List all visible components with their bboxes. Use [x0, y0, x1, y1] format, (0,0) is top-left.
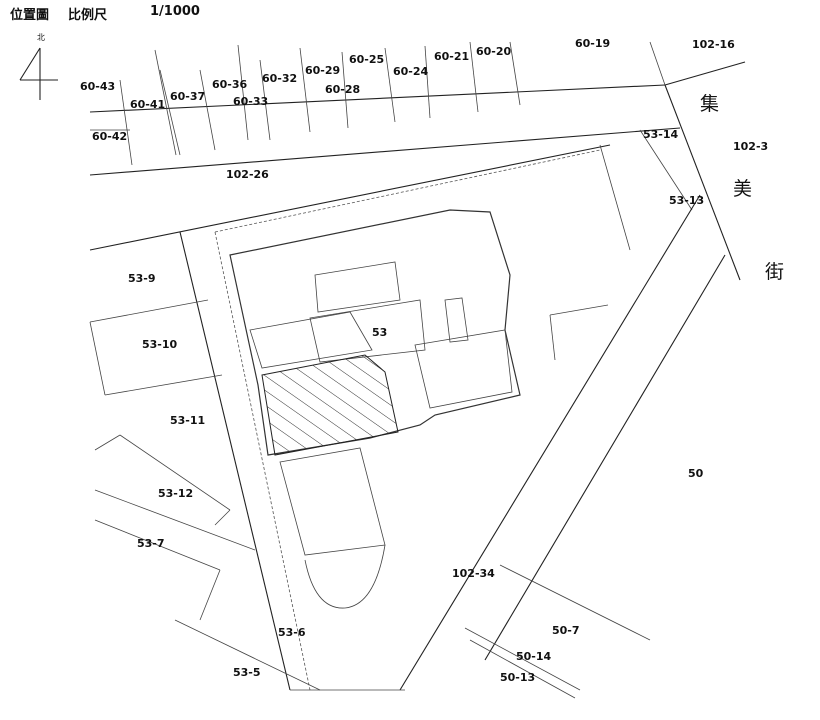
parcel-label-60-41: 60-41: [130, 98, 165, 111]
parcel-label-50: 50: [688, 467, 704, 480]
north-arrow-icon: [19, 47, 58, 100]
parcel-label-53-11: 53-11: [170, 414, 205, 427]
site-outline: [179, 144, 631, 691]
parcel-label-53-12: 53-12: [158, 487, 193, 500]
parcel-label-53-9: 53-9: [128, 272, 156, 285]
hatched-area: [261, 354, 399, 456]
parcel-label-60-33: 60-33: [233, 95, 268, 108]
road-street-lines: [639, 84, 741, 281]
parcel-label-60-36: 60-36: [212, 78, 248, 91]
parcel-label-60-28: 60-28: [325, 83, 360, 96]
parcel-label-50-13: 50-13: [500, 671, 535, 684]
building-outline: [229, 209, 521, 609]
street-char-1: 集: [700, 93, 719, 115]
map-title: 位置圖: [10, 8, 50, 23]
parcel-label-60-19: 60-19: [575, 37, 610, 50]
parcel-label-102-3: 102-3: [733, 140, 768, 153]
parcel-label-50-7: 50-7: [552, 624, 580, 637]
parcel-label-53-13: 53-13: [669, 194, 704, 207]
parcel-label-60-42: 60-42: [92, 130, 127, 143]
north-label: 北: [37, 33, 45, 42]
scale-label: 比例尺: [68, 8, 108, 23]
parcel-label-50-14: 50-14: [516, 650, 552, 663]
road-102-34-lines: [399, 194, 726, 691]
street-name: 集 美 街: [700, 93, 784, 283]
parcel-label-102-16: 102-16: [692, 38, 735, 51]
parcel-label-60-37: 60-37: [170, 90, 205, 103]
road-102-26-lines: [89, 61, 746, 251]
parcel-label-53-14: 53-14: [643, 128, 679, 141]
parcel-label-60-21: 60-21: [434, 50, 469, 63]
parcel-label-60-43: 60-43: [80, 80, 115, 93]
parcel-label-102-34: 102-34: [452, 567, 495, 580]
parcel-label-53-10: 53-10: [142, 338, 178, 351]
parcel-labels: 60-43 60-41 60-37 60-36 60-33 60-32 60-2…: [80, 37, 768, 684]
street-char-3: 街: [765, 261, 784, 283]
parcel-label-60-29: 60-29: [305, 64, 340, 77]
parcel-label-60-32: 60-32: [262, 72, 297, 85]
east-parcel-lines: [464, 304, 651, 699]
parcel-label-53-5: 53-5: [233, 666, 261, 679]
parcel-label-53: 53: [372, 326, 387, 339]
top-lot-dividers: [90, 41, 666, 166]
parcel-label-60-24: 60-24: [393, 65, 429, 78]
scale-value: 1/1000: [150, 4, 200, 19]
street-char-2: 美: [733, 178, 752, 200]
parcel-label-60-20: 60-20: [476, 45, 512, 58]
parcel-label-60-25: 60-25: [349, 53, 384, 66]
parcel-label-102-26: 102-26: [226, 168, 269, 181]
parcel-label-53-7: 53-7: [137, 537, 165, 550]
parcel-label-53-6: 53-6: [278, 626, 306, 639]
west-parcel-lines: [89, 299, 321, 691]
